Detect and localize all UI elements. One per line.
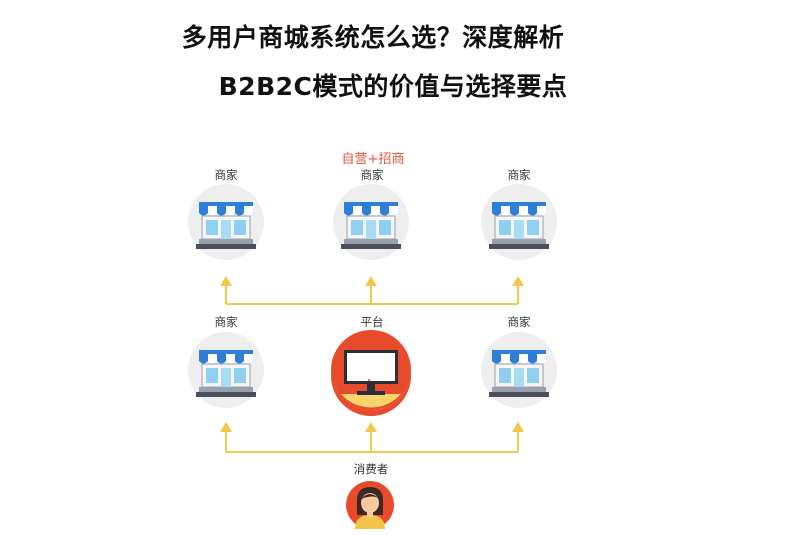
shop-icon <box>187 183 265 261</box>
highlight-label: 自营+招商 <box>341 152 405 167</box>
user-avatar-icon <box>346 481 394 529</box>
page-title-line-1: 多用户商城系统怎么选？深度解析 <box>181 23 565 52</box>
top-merchant-label-1: 商家 <box>214 168 238 182</box>
arrows-upper <box>220 276 524 305</box>
arrows-lower <box>220 422 524 453</box>
shop-icon <box>480 183 558 261</box>
top-merchant-label-3: 商家 <box>507 168 531 182</box>
monitor-icon <box>331 330 411 416</box>
middle-merchant-label-right: 商家 <box>507 315 531 329</box>
shop-icon <box>187 331 265 409</box>
top-merchant-label-2: 商家 <box>360 168 384 182</box>
shop-icon <box>332 183 410 261</box>
middle-merchant-label-left: 商家 <box>214 315 238 329</box>
platform-label: 平台 <box>360 315 384 329</box>
shop-icon <box>480 331 558 409</box>
consumer-label: 消费者 <box>353 462 389 476</box>
page-title-line-2: B2B2C模式的价值与选择要点 <box>218 72 568 101</box>
